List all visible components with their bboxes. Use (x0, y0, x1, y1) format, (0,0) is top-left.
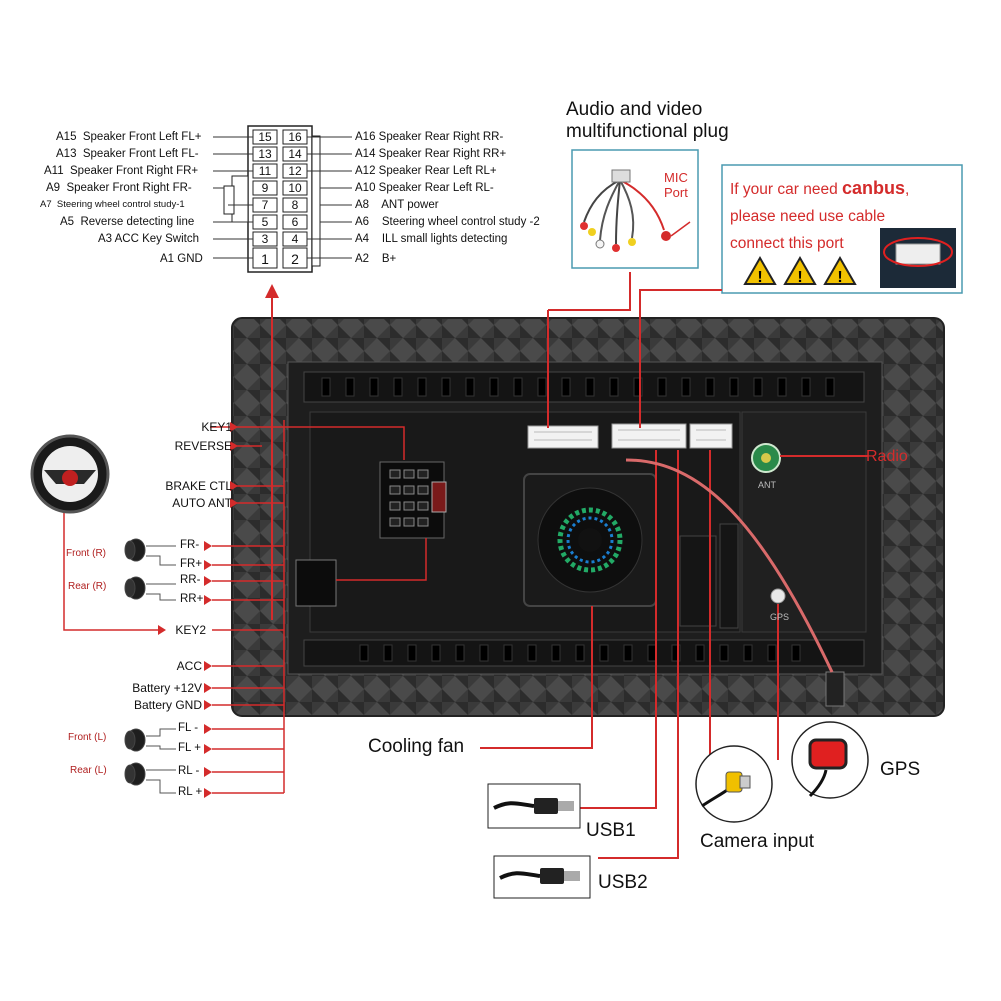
pin-label: A3 ACC Key Switch (98, 233, 199, 245)
av-cable-bundle (580, 169, 671, 252)
wire-label-battery-gnd: Battery GND (133, 698, 202, 712)
pin-label: A15 Speaker Front Left FL+ (56, 131, 202, 143)
pin-number: 4 (291, 232, 299, 246)
pin-label: A16 Speaker Rear Right RR- (355, 131, 504, 143)
svg-text:!: ! (837, 269, 842, 286)
gps-small-label: GPS (770, 612, 790, 622)
wire-label-battery12: Battery +12V (132, 681, 202, 695)
mic-line1: MIC (664, 170, 688, 185)
pin-number: 1 (261, 251, 269, 267)
av-plug-title-line1: Audio and video (566, 99, 703, 120)
pin-label: A6 Steering wheel control study -2 (355, 216, 540, 228)
pin-number: 5 (261, 215, 269, 229)
warning-icons: ! ! ! (743, 255, 857, 286)
wire-label-fr-minus: FR- (180, 539, 200, 551)
canbus-connector (611, 423, 687, 449)
pin-label: A8 ANT power (355, 199, 439, 211)
cooling-fan-label: Cooling fan (368, 736, 465, 757)
pin-label: A12 Speaker Rear Left RL+ (355, 165, 497, 177)
pin-label: A9 Speaker Front Right FR- (46, 182, 192, 194)
pin-number: 11 (258, 164, 272, 178)
pin-label: A2 B+ (355, 253, 397, 265)
wire-label-rr-plus: RR+ (180, 593, 204, 605)
pin-number: 10 (288, 181, 302, 195)
canbus-notice: If your car need canbus, please need use… (730, 175, 909, 257)
pin-label: A11 Speaker Front Right FR+ (44, 165, 199, 177)
pin-number: 8 (291, 198, 299, 212)
speaker-label-front-l: Front (L) (68, 732, 107, 743)
wire-label-rl-minus: RL - (178, 765, 200, 777)
wire-label-fl-plus: FL + (178, 742, 201, 754)
mic-line2: Port (664, 185, 688, 200)
speaker-label-rear-r: Rear (R) (68, 581, 107, 592)
pin-number: 3 (261, 232, 269, 246)
wire-label-key2: KEY2 (175, 623, 206, 637)
wire-label-fr-plus: FR+ (180, 558, 203, 570)
speaker-label-rear-l: Rear (L) (70, 765, 107, 776)
mic-port-label: MIC Port (664, 170, 688, 200)
pin-label: A14 Speaker Rear Right RR+ (355, 148, 507, 160)
wire-label-key1: KEY1 (201, 420, 232, 434)
svg-text:!: ! (797, 269, 802, 286)
pin-number: 6 (291, 215, 299, 229)
canbus-line1: If your car need canbus, (730, 178, 910, 198)
av-connector (527, 425, 599, 449)
pin-number: 16 (288, 130, 302, 144)
svg-text:!: ! (757, 269, 762, 286)
usb1-label: USB1 (586, 820, 636, 841)
pin-label: A1 GND (160, 253, 203, 265)
pin-label: A4 ILL small lights detecting (355, 233, 508, 245)
top-vent-strip (303, 371, 865, 403)
usb-connector-block (689, 423, 733, 449)
pin-number: 14 (288, 147, 302, 161)
pin-number: 15 (258, 130, 272, 144)
harness-plug (295, 559, 337, 607)
pin-label: A13 Speaker Front Left FL- (56, 148, 199, 160)
speaker-icons (124, 538, 146, 786)
wire-label-reverse: REVERSE (174, 439, 232, 453)
canbus-line3: connect this port (730, 235, 844, 252)
wire-label-acc: ACC (176, 659, 202, 673)
iso-pin-connector (213, 125, 352, 273)
pin-number: 12 (288, 164, 302, 178)
wire-label-auto-ant: AUTO ANT (172, 496, 232, 510)
pin-number: 9 (261, 181, 269, 195)
wire-label-rl-plus: RL + (178, 786, 203, 798)
camera-input-label: Camera input (700, 831, 815, 852)
gps-socket (770, 588, 786, 604)
av-plug-title-line2: multifunctional plug (566, 121, 729, 142)
pin-label: A7 Steering wheel control study-1 (40, 199, 185, 210)
pin-label: A5 Reverse detecting line (60, 216, 195, 228)
av-plug-title: Audio and video multifunctional plug (566, 99, 729, 143)
pin-label: A10 Speaker Rear Left RL- (355, 182, 494, 194)
wire-label-brake: BRAKE CTL (165, 479, 232, 493)
av-plug-box (571, 149, 699, 269)
speaker-label-front-r: Front (R) (66, 548, 106, 559)
ant-label: ANT (758, 480, 776, 490)
radio-label: Radio (866, 448, 908, 465)
canbus-line2: please need use cable (730, 208, 886, 225)
gps-plug (825, 671, 845, 707)
pin-number: 7 (261, 198, 269, 212)
wire-label-rr-minus: RR- (180, 574, 201, 586)
bottom-vent-strip (303, 639, 865, 667)
gps-label: GPS (880, 759, 921, 780)
usb2-label: USB2 (598, 872, 648, 893)
pin-number: 13 (258, 147, 272, 161)
wire-label-fl-minus: FL - (178, 722, 199, 734)
pin-number: 2 (291, 251, 299, 267)
steering-wheel-icon (30, 434, 110, 514)
